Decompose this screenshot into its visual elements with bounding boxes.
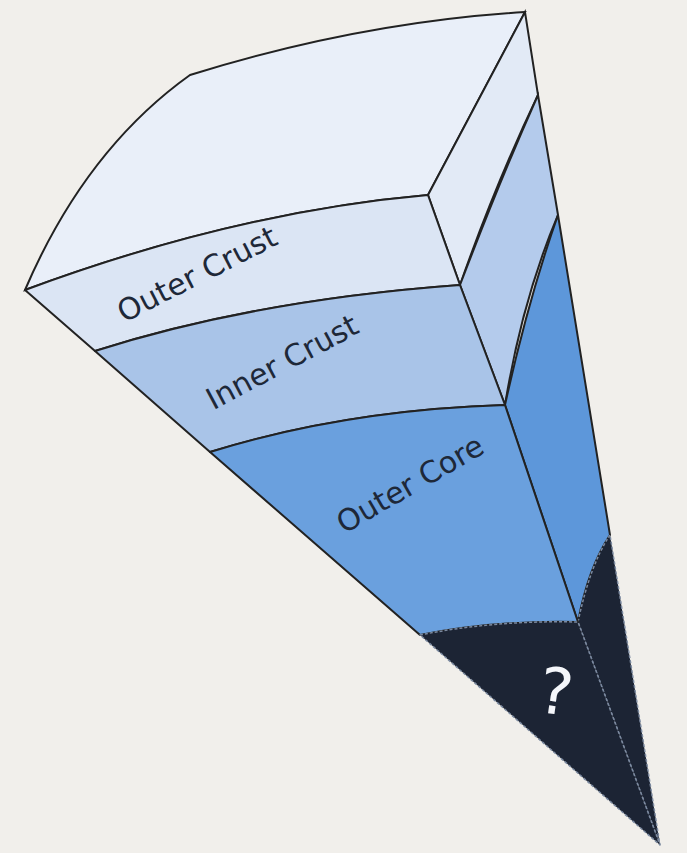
layer-band: Outer Core	[205, 398, 583, 643]
layer-band: ?	[415, 612, 665, 850]
band-outline	[205, 398, 583, 643]
band-outline	[415, 612, 665, 850]
band-shape	[210, 405, 578, 635]
band-shape	[420, 622, 660, 845]
